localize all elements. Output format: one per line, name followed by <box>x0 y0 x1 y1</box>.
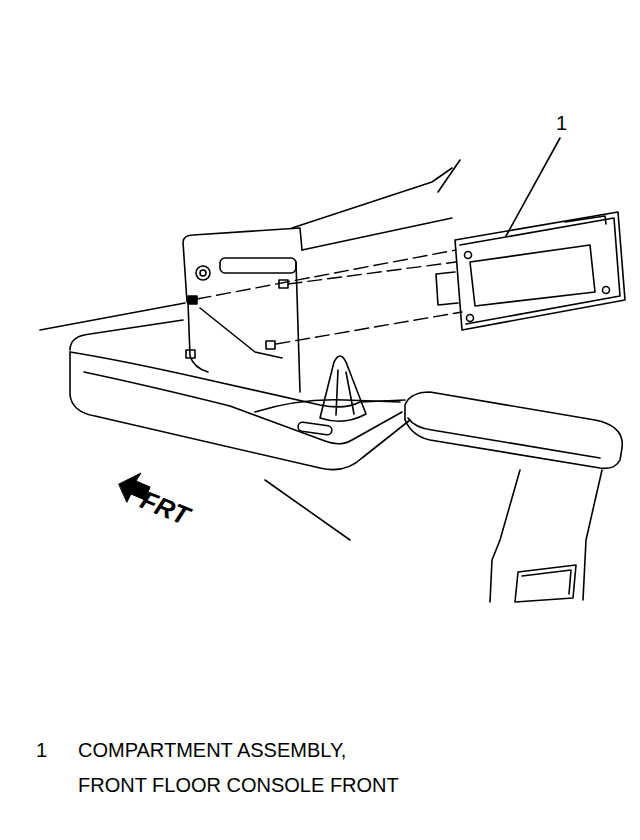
vent-slot <box>220 258 296 273</box>
dashed-line <box>197 250 456 299</box>
compartment-lip <box>460 218 620 324</box>
rear-console <box>583 470 602 600</box>
floor-console <box>70 320 410 470</box>
compartment-window <box>470 245 595 306</box>
mount-hole <box>186 350 195 358</box>
compartment-outline <box>455 212 625 330</box>
mount-hole <box>279 280 288 288</box>
instrument-panel <box>183 160 460 392</box>
dashed-line <box>276 312 462 344</box>
knob <box>196 266 210 280</box>
shift-boot <box>320 356 366 421</box>
dashed-line <box>288 262 456 284</box>
install-lines <box>197 250 462 344</box>
rear-panel <box>522 570 571 594</box>
mount-hole <box>266 341 275 349</box>
console-side <box>70 352 410 470</box>
mount-hole <box>188 296 197 304</box>
fastener-hole <box>603 287 610 294</box>
panel-edge <box>302 218 452 250</box>
armrest <box>405 392 622 602</box>
compartment-tab <box>436 272 458 305</box>
floor-line <box>40 303 185 330</box>
tunnel-wall <box>296 262 300 392</box>
fastener-hole <box>467 315 474 322</box>
compartment-tab <box>565 216 606 224</box>
armrest-seam <box>408 418 600 458</box>
fastener-hole <box>465 252 472 259</box>
rear-panel <box>515 565 576 602</box>
callout-number: 1 <box>36 733 47 768</box>
shifter-bezel <box>255 400 400 412</box>
tunnel-wall <box>200 308 282 358</box>
leader-line <box>506 138 560 236</box>
knob <box>200 270 206 276</box>
windshield-edge <box>292 168 452 228</box>
callout-number: 1 <box>556 106 567 141</box>
part-name: COMPARTMENT ASSEMBLY, FRONT FLOOR CONSOL… <box>78 733 413 803</box>
windshield-edge <box>438 160 460 192</box>
armrest-outline <box>405 392 622 468</box>
compartment-assembly <box>436 212 625 330</box>
console-slot <box>297 422 332 436</box>
console-top <box>70 320 183 350</box>
shift-boot-fold <box>336 370 354 415</box>
rear-console <box>490 470 520 602</box>
floor-line <box>265 480 350 540</box>
